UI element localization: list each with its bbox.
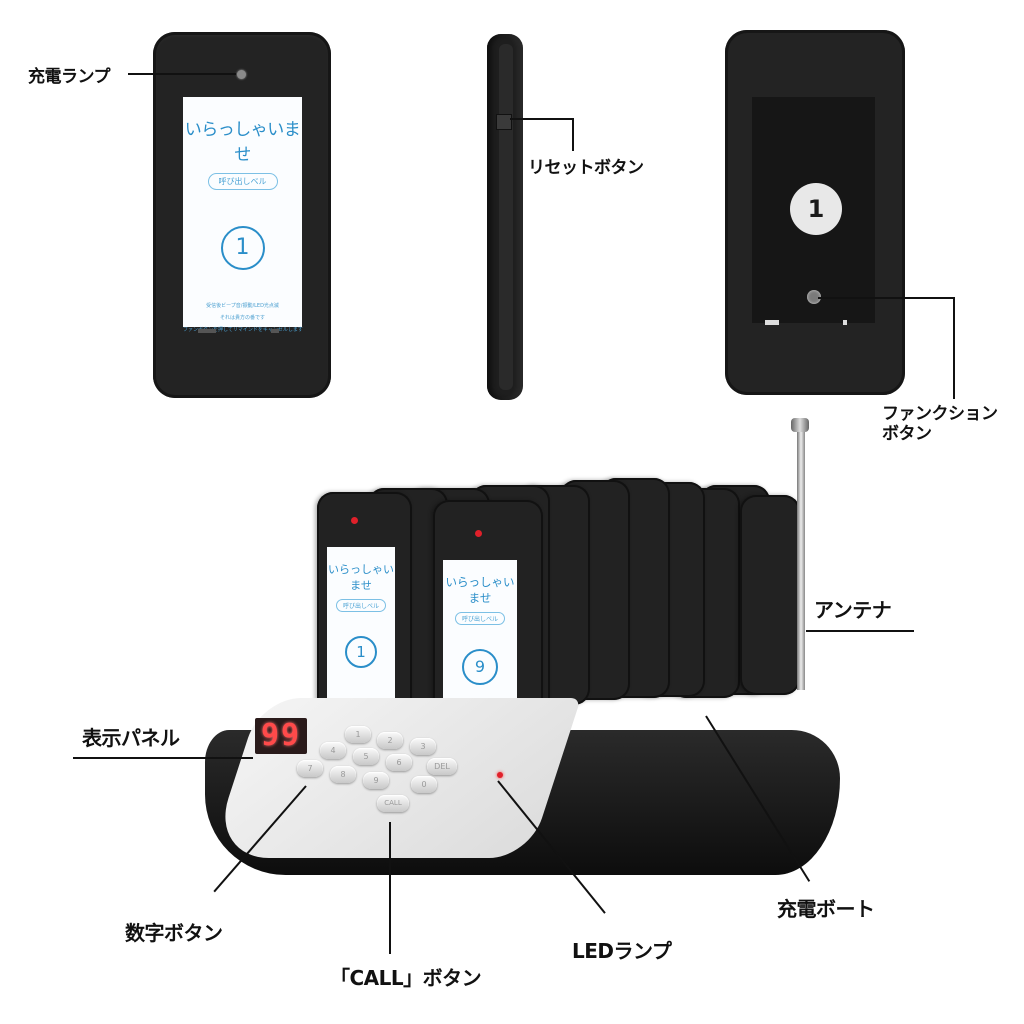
label-led-lamp: LEDランプ: [572, 939, 672, 963]
key-9[interactable]: 9: [363, 772, 389, 789]
label-function-button: ファンクション ボタン: [882, 404, 998, 444]
display-panel: 99: [255, 718, 307, 754]
pager-id-circle: 1: [790, 183, 842, 235]
stacked-pager-1: いらっしゃいませ 呼び出しベル 1: [317, 492, 412, 722]
red-led: [351, 517, 358, 524]
fine-print: 受信後ビープ音/振動/LED光点滅 それは貴方の番です ファンボタンを押してリマ…: [183, 303, 303, 333]
key-2[interactable]: 2: [377, 732, 403, 749]
welcome-text: いらっしゃいませ: [184, 120, 301, 165]
label-display-panel: 表示パネル: [82, 726, 180, 750]
leader-line: [389, 822, 391, 954]
label-call-button: 「CALL」ボタン: [330, 966, 482, 990]
stacked-pager: [740, 495, 800, 695]
key-0[interactable]: 0: [411, 776, 437, 793]
pager-screen: いらっしゃいませ 呼び出しベル 1 受信後ビープ音/振動/LED光点滅 それは貴…: [183, 97, 303, 333]
pager-back-view: 1: [725, 30, 905, 395]
leader-line: [818, 297, 955, 299]
leader-line: [73, 757, 253, 759]
leader-line: [128, 73, 236, 75]
antenna-tip: [791, 418, 809, 432]
function-button-part: [807, 290, 821, 304]
key-call[interactable]: CALL: [377, 795, 409, 812]
key-5[interactable]: 5: [353, 748, 379, 765]
pager-number: 1: [220, 226, 265, 270]
label-antenna: アンテナ: [814, 598, 892, 622]
key-6[interactable]: 6: [386, 754, 412, 771]
key-7[interactable]: 7: [297, 760, 323, 777]
charge-lamp-indicator: [237, 70, 246, 79]
label-charge-lamp: 充電ランプ: [28, 67, 111, 87]
label-reset-button: リセットボタン: [528, 158, 644, 178]
label-charging-port: 充電ボート: [777, 897, 875, 921]
contact: [843, 320, 847, 325]
call-bell-badge: 呼び出しベル: [207, 173, 278, 190]
key-del[interactable]: DEL: [427, 758, 457, 775]
pager-side-view: [487, 34, 523, 400]
key-1[interactable]: 1: [345, 726, 371, 743]
pager-screen: いらっしゃいませ 呼び出しベル 1: [327, 547, 395, 717]
reset-button-part: [496, 114, 512, 130]
leader-line: [510, 118, 574, 120]
leader-line: [806, 630, 914, 632]
leader-line: [953, 297, 955, 399]
red-led: [475, 530, 482, 537]
side-ridge: [499, 44, 513, 390]
key-4[interactable]: 4: [320, 742, 346, 759]
pager-front-view: いらっしゃいませ 呼び出しベル 1 受信後ビープ音/振動/LED光点滅 それは貴…: [153, 32, 331, 398]
charging-base-station: 99 1 2 3 4 5 6 DEL 7 8 9 0 CALL: [205, 680, 840, 875]
led-lamp: [497, 772, 503, 778]
contact-tab: [198, 329, 216, 333]
key-8[interactable]: 8: [330, 766, 356, 783]
leader-line: [572, 118, 574, 151]
label-number-buttons: 数字ボタン: [125, 921, 223, 945]
key-3[interactable]: 3: [410, 738, 436, 755]
display-digits: 99: [260, 718, 302, 753]
contact-tab: [271, 329, 279, 333]
antenna: [797, 420, 805, 690]
contact: [765, 320, 779, 325]
